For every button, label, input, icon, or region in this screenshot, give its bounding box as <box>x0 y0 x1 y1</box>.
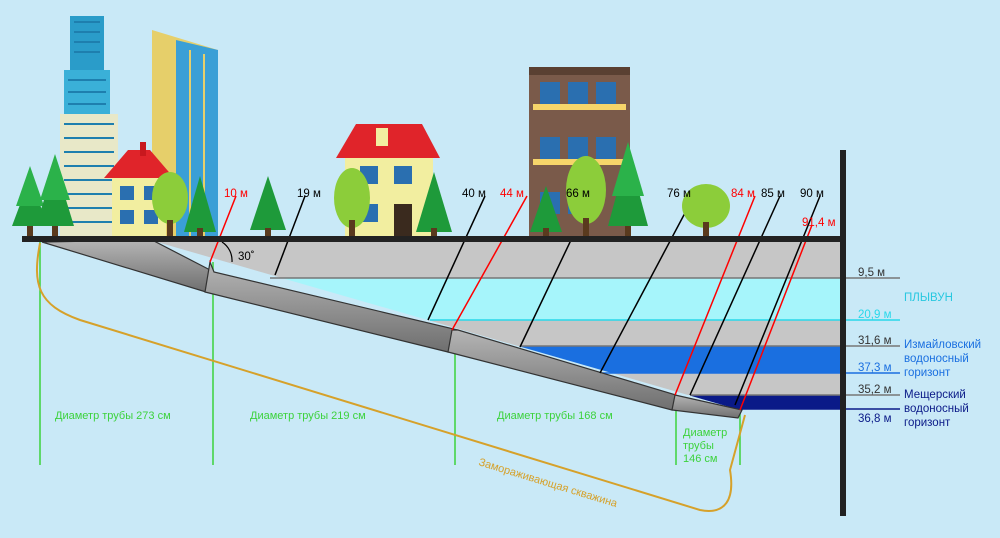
soil-layer-top <box>150 240 842 278</box>
skyscraper-left <box>60 16 118 238</box>
tree-round-2 <box>334 168 370 240</box>
tunnel-pipe <box>41 239 743 419</box>
pipe-label-168: Диаметр трубы 168 см <box>497 410 613 422</box>
depth-labels: 9,5 м 20,9 м 31,6 м 37,3 м 35,2 м 36,8 м <box>858 267 892 425</box>
marker-line-84m <box>674 195 756 396</box>
marker-line-44m <box>451 195 528 331</box>
tree-conifer-6 <box>530 186 562 238</box>
mechersky-aquifer-layer <box>690 395 842 409</box>
marker-label-85m: 85 м <box>761 188 785 200</box>
depth-label-35-2: 35,2 м <box>858 384 892 396</box>
marker-label-76m: 76 м <box>667 188 691 200</box>
pipe-label-146-1: Диаметр <box>683 427 727 439</box>
pipe-segment-146 <box>671 394 743 419</box>
marker-label-40m: 40 м <box>462 188 486 200</box>
tree-round-1 <box>152 172 188 238</box>
tree-conifer-5 <box>416 172 452 238</box>
marker-line-85m <box>689 195 781 396</box>
marker-line-10m <box>209 195 237 263</box>
marker-label-19m: 19 м <box>297 188 321 200</box>
ground-surface-line <box>22 236 844 242</box>
marker-label-84m: 84 м <box>731 188 755 200</box>
trees <box>12 142 730 240</box>
marker-labels: 10 м 19 м 40 м 44 м 66 м 76 м 84 м 85 м … <box>224 188 836 229</box>
marker-line-19m <box>274 195 306 276</box>
sky-mask-under-slope <box>40 240 740 533</box>
depth-label-31-6: 31,6 м <box>858 335 892 347</box>
pipe-label-146-3: 146 см <box>683 453 717 465</box>
depth-label-36-8: 36,8 м <box>858 413 892 425</box>
depth-label-37-3: 37,3 м <box>858 362 892 374</box>
marker-line-90m <box>734 195 821 406</box>
marker-label-90m: 90 м <box>800 188 824 200</box>
layer-labels: ПЛЫВУН Измайловский водоносный горизонт … <box>904 292 981 429</box>
marker-line-76m <box>599 195 695 374</box>
tree-conifer-2 <box>36 154 74 238</box>
tree-conifer-1 <box>12 166 48 238</box>
pipe-diameter-labels: Диаметр трубы 273 см Диаметр трубы 219 с… <box>55 410 727 465</box>
depth-label-9-5: 9,5 м <box>858 267 885 279</box>
ground-layers <box>40 240 842 533</box>
tree-conifer-4 <box>250 176 286 238</box>
marker-line-91-4m <box>739 224 813 411</box>
marker-label-10m: 10 м <box>224 188 248 200</box>
shaft-wall <box>840 150 846 516</box>
izmailovsky-label-3: горизонт <box>904 367 951 379</box>
plyvun-label: ПЛЫВУН <box>904 292 953 304</box>
angle-label: 30˚ <box>238 251 255 263</box>
mechersky-label-2: водоносный <box>904 403 969 415</box>
pipe-label-273: Диаметр трубы 273 см <box>55 410 171 422</box>
depth-lines <box>270 277 900 410</box>
depth-label-20-9: 20,9 м <box>858 309 892 321</box>
tree-conifer-7 <box>608 142 648 238</box>
mechersky-label-3: горизонт <box>904 417 951 429</box>
pipe-label-219: Диаметр трубы 219 см <box>250 410 366 422</box>
pipe-label-146-2: трубы <box>683 440 714 452</box>
tree-conifer-3 <box>184 176 216 238</box>
marker-line-40m <box>427 195 486 321</box>
marker-label-44m: 44 м <box>500 188 524 200</box>
marker-label-91-4m: 91,4 м <box>802 217 836 229</box>
angle-arc <box>221 241 233 263</box>
tree-round-3 <box>566 156 606 240</box>
marker-label-66m: 66 м <box>566 188 590 200</box>
izmailovsky-label-2: водоносный <box>904 353 969 365</box>
izmailovsky-label-1: Измайловский <box>904 339 981 351</box>
mechersky-label-1: Мещерский <box>904 389 966 401</box>
tree-round-4 <box>682 184 730 240</box>
freezing-well-path <box>36 242 746 512</box>
